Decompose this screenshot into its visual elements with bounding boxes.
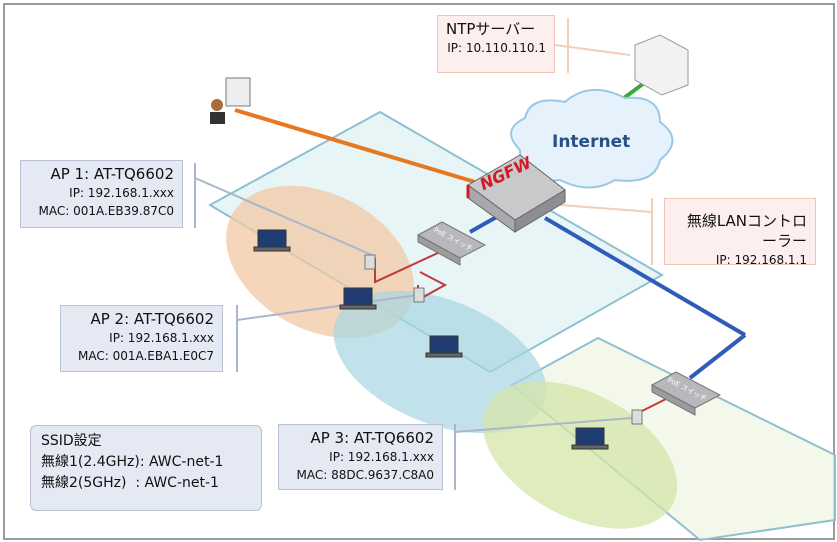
access-point-icons: [364, 254, 643, 425]
ap3-ip: IP: 192.168.1.xxx: [329, 450, 434, 464]
controller-ip: IP: 192.168.1.1: [715, 253, 807, 267]
controller-title: 無線LANコントローラー: [686, 212, 807, 250]
ssid-line1: 無線1(2.4GHz): AWC-net-1: [41, 454, 224, 470]
callout-ap3: [454, 417, 633, 433]
floor-plane-2: [510, 336, 836, 542]
callout-ap1: [194, 177, 373, 256]
ngfw-device: [466, 154, 566, 233]
lan-link-2: [543, 216, 747, 337]
lan-link-3: [688, 333, 747, 380]
ap2-title: AP 2: AT-TQ6602: [90, 310, 214, 328]
ap1-title: AP 1: AT-TQ6602: [50, 165, 174, 183]
poe-switch-2: [650, 371, 722, 416]
ssid-settings: SSID設定 無線1(2.4GHz): AWC-net-1 無線2(5GHz) …: [30, 425, 262, 511]
wan-link: [234, 108, 486, 187]
ap2-mac: MAC: 001A.EBA1.E0C7: [77, 349, 214, 363]
ssid-line2: 無線2(5GHz) : AWC-net-1: [41, 475, 219, 491]
ap3-mac: MAC: 88DC.9637.C8A0: [296, 468, 434, 482]
ap1-callout: AP 1: AT-TQ6602 IP: 192.168.1.xxx MAC: 0…: [20, 160, 183, 228]
ap1-ip: IP: 192.168.1.xxx: [69, 186, 174, 200]
ap2-ip: IP: 192.168.1.xxx: [109, 331, 214, 345]
ap1-mac: MAC: 001A.EB39.87C0: [38, 204, 175, 218]
ntp-ip: IP: 10.110.110.1: [447, 41, 546, 55]
ap3-title: AP 3: AT-TQ6602: [310, 429, 434, 447]
laptop-icons: [253, 229, 609, 450]
ntp-server-callout: NTPサーバー IP: 10.110.110.1: [437, 15, 555, 73]
ap3-callout: AP 3: AT-TQ6602 IP: 192.168.1.xxx MAC: 8…: [278, 424, 443, 490]
controller-callout: 無線LANコントローラー IP: 192.168.1.1: [664, 198, 816, 267]
ap2-callout: AP 2: AT-TQ6602 IP: 192.168.1.xxx MAC: 0…: [60, 305, 223, 372]
frame: [3, 3, 835, 540]
ssid-title: SSID設定: [41, 433, 102, 449]
callout-ap2: [236, 294, 419, 321]
internet-label: Internet: [552, 132, 631, 152]
ntp-title: NTPサーバー: [446, 20, 536, 38]
admin-user-icon: [210, 77, 251, 124]
poe-switch-1: [416, 221, 487, 266]
callout-ntp: [554, 44, 631, 56]
internet-cloud: [510, 88, 674, 189]
ntp-server-icon: [634, 34, 689, 96]
callout-controller: [559, 204, 653, 213]
